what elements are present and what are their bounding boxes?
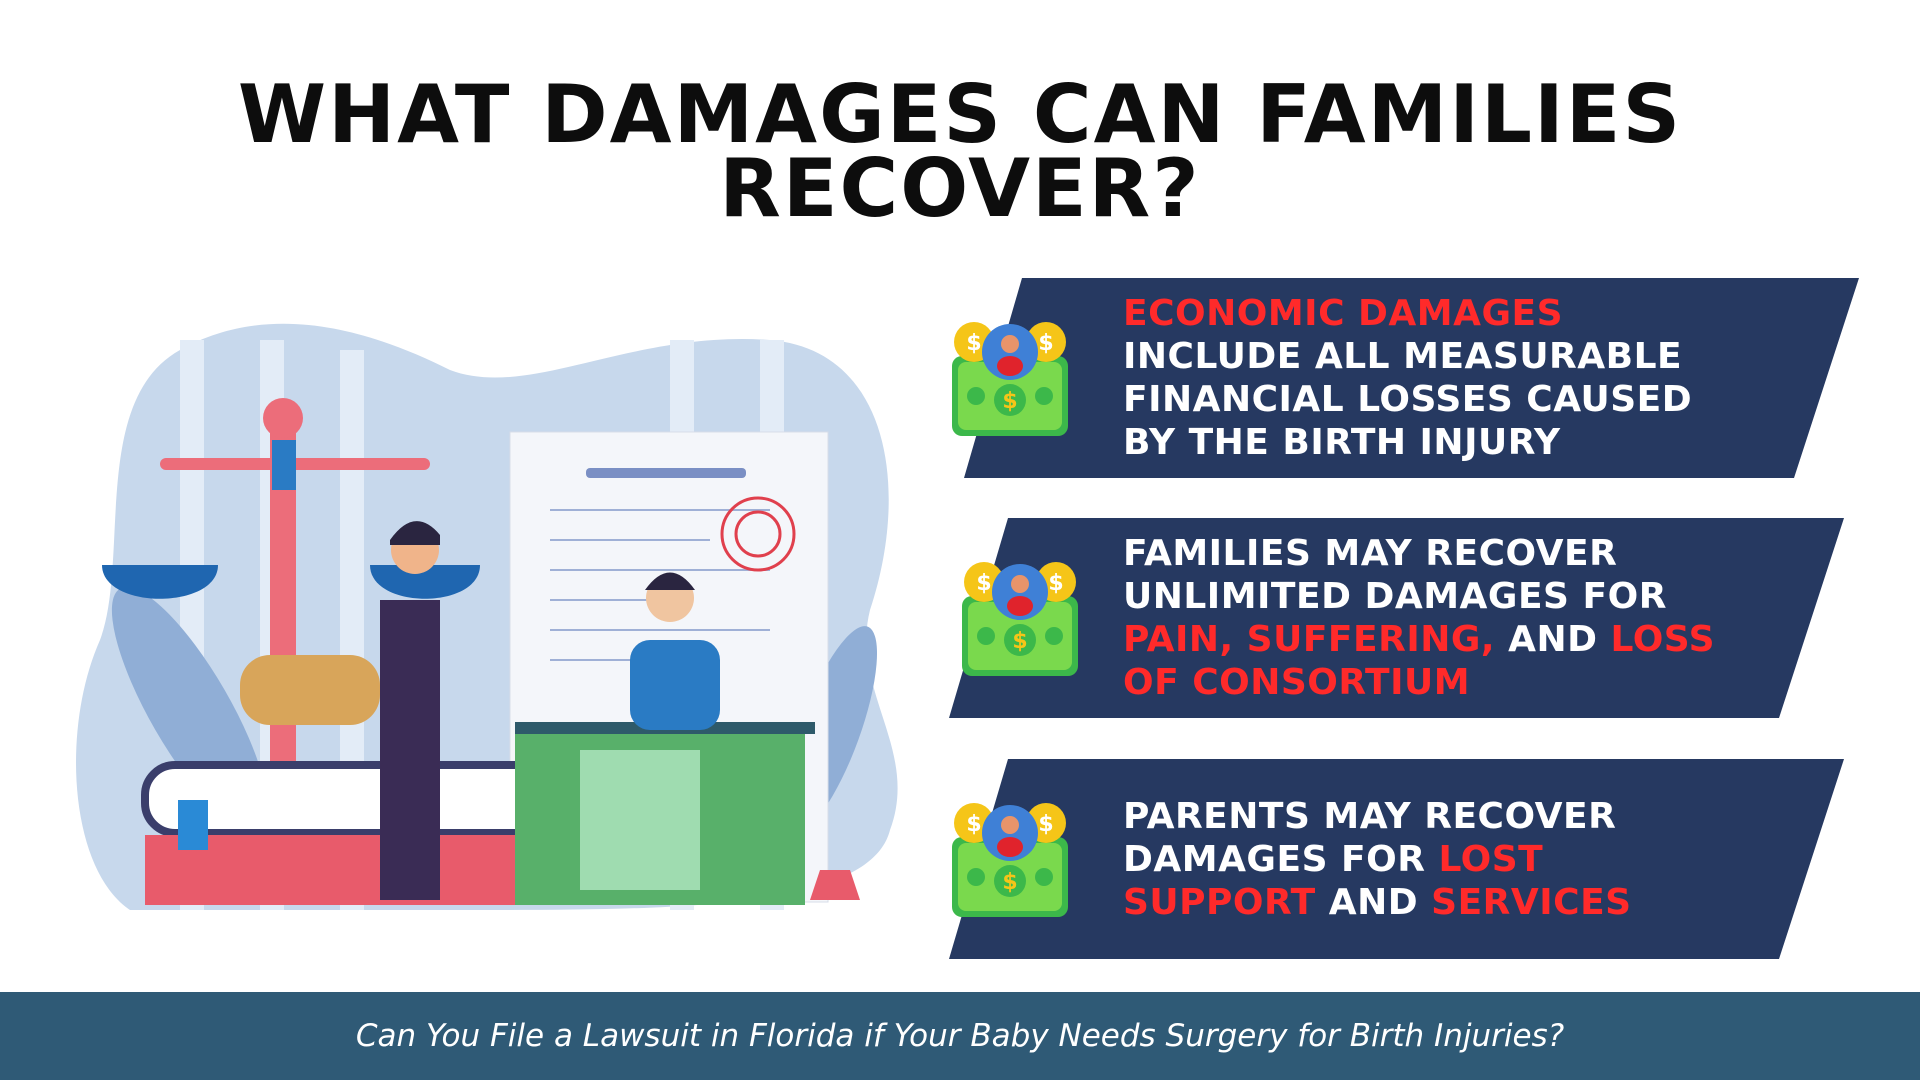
panel-text-span: INCLUDE ALL MEASURABLE (1123, 336, 1683, 377)
page-title: WHAT DAMAGES CAN FAMILIES RECOVER? (0, 68, 1920, 235)
footer-link-text[interactable]: Can You File a Lawsuit in Florida if You… (355, 1018, 1565, 1054)
panel-line: BY THE BIRTH INJURY (1123, 421, 1692, 464)
panel-text-span: PARENTS MAY RECOVER (1123, 795, 1617, 837)
panel-line: PARENTS MAY RECOVER (1123, 795, 1632, 838)
footer-banner: Can You File a Lawsuit in Florida if You… (0, 992, 1920, 1080)
svg-text:$: $ (976, 571, 991, 596)
panel-background (964, 278, 1859, 478)
svg-text:$: $ (1002, 389, 1017, 414)
panel-line: DAMAGES FOR LOST (1123, 838, 1632, 881)
svg-text:$: $ (966, 812, 981, 837)
highlight-text: OF CONSORTIUM (1123, 662, 1471, 703)
svg-text:$: $ (1012, 629, 1027, 654)
svg-text:$: $ (1038, 812, 1053, 837)
svg-text:$: $ (1002, 870, 1017, 895)
money-person-icon: $ $ $ (958, 556, 1082, 680)
panel-text-span: AND (1315, 881, 1432, 923)
panel-line: UNLIMITED DAMAGES FOR (1123, 575, 1715, 618)
panel-line: FINANCIAL LOSSES CAUSED (1123, 378, 1692, 421)
panel-line: OF CONSORTIUM (1123, 661, 1715, 704)
panel-background (949, 518, 1844, 718)
panel-text-span: FAMILIES MAY RECOVER (1123, 533, 1618, 574)
panel-text-span: BY THE BIRTH INJURY (1123, 422, 1561, 463)
highlight-text: PAIN, SUFFERING, (1123, 619, 1496, 660)
title-line-1: WHAT DAMAGES CAN FAMILIES (237, 68, 1683, 161)
panel-line: ECONOMIC DAMAGES (1123, 292, 1692, 335)
panel-line: INCLUDE ALL MEASURABLE (1123, 335, 1692, 378)
panel-text-span: UNLIMITED DAMAGES FOR (1123, 576, 1667, 617)
panel-text-span: FINANCIAL LOSSES CAUSED (1123, 379, 1693, 420)
panel-line: SUPPORT AND SERVICES (1123, 881, 1632, 924)
highlight-text: SERVICES (1431, 881, 1632, 923)
panel-text-span: AND (1495, 619, 1611, 660)
panel-line: FAMILIES MAY RECOVER (1123, 532, 1715, 575)
legal-illustration (70, 310, 920, 911)
panel-background (949, 759, 1844, 959)
money-person-icon: $ $ $ (948, 797, 1072, 921)
highlight-text: SUPPORT (1123, 881, 1316, 923)
panel-text-span: DAMAGES FOR (1123, 838, 1439, 880)
money-person-icon: $ $ $ (948, 316, 1072, 440)
highlight-text: LOSS (1610, 619, 1716, 660)
highlight-text: ECONOMIC DAMAGES (1123, 293, 1564, 334)
highlight-text: LOST (1438, 838, 1544, 880)
svg-text:$: $ (966, 331, 981, 356)
panel-line: PAIN, SUFFERING, AND LOSS (1123, 618, 1715, 661)
svg-text:$: $ (1038, 331, 1053, 356)
svg-text:$: $ (1048, 571, 1063, 596)
title-line-2: RECOVER? (719, 142, 1201, 235)
